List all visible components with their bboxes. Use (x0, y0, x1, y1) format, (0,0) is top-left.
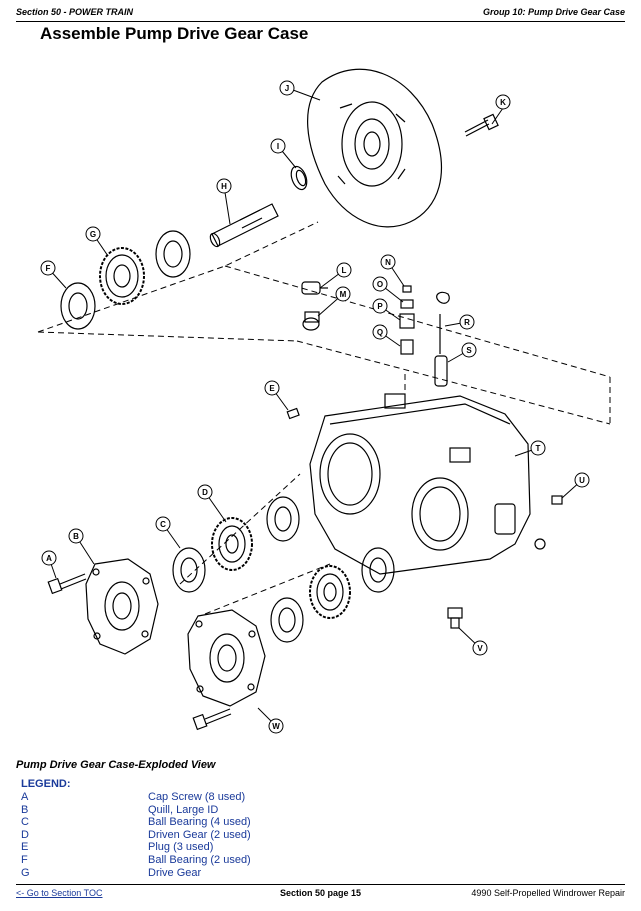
driven-gear-lower (309, 565, 351, 619)
plug-n (402, 285, 412, 293)
callout-f: F (40, 260, 56, 276)
svg-text:D: D (202, 488, 208, 497)
exploded-view-diagram: A B C D E F G H I J K L M N O P Q R S T U V W (37, 68, 611, 734)
header-divider (16, 21, 625, 22)
quill-b (85, 558, 159, 655)
svg-text:O: O (377, 280, 383, 289)
driven-gear-d (211, 517, 253, 571)
ball-bearing-upper-right (266, 496, 300, 542)
callout-j: J (279, 80, 295, 96)
svg-text:T: T (536, 444, 541, 453)
ball-bearing-c (172, 547, 206, 593)
callout-s: S (461, 342, 477, 358)
ball-bearing-f (60, 282, 96, 330)
svg-text:G: G (90, 230, 96, 239)
svg-text:B: B (73, 532, 79, 541)
ball-bearing-lower-right (361, 547, 395, 593)
part-q (400, 339, 414, 355)
manual-title: 4990 Self-Propelled Windrower Repair (471, 888, 625, 898)
callout-k: K (495, 94, 511, 110)
svg-text:S: S (466, 346, 472, 355)
figure-caption: Pump Drive Gear Case-Exploded View (16, 759, 216, 771)
cap-screw-lower (192, 708, 232, 731)
seal-ring-i (290, 165, 308, 191)
drive-gear-g (99, 247, 145, 305)
callout-i: I (270, 138, 286, 154)
svg-text:Q: Q (377, 328, 383, 337)
plug-e (286, 407, 300, 420)
callout-b: B (68, 528, 84, 544)
callout-w: W (268, 718, 284, 734)
plug-u (551, 495, 563, 505)
svg-text:V: V (477, 644, 483, 653)
svg-text:M: M (340, 290, 347, 299)
callout-m: M (335, 286, 351, 302)
svg-text:W: W (272, 722, 280, 731)
fitting-m (302, 311, 320, 331)
svg-text:K: K (500, 98, 506, 107)
shaft-h (209, 203, 279, 248)
flange-plate-j (307, 68, 443, 228)
callout-u: U (574, 472, 590, 488)
svg-text:N: N (385, 258, 391, 267)
bolt-k (464, 113, 499, 137)
svg-text:A: A (46, 554, 52, 563)
fitting-v (447, 607, 463, 629)
callout-l: L (336, 262, 352, 278)
callout-g: G (85, 226, 101, 242)
callout-c: C (155, 516, 171, 532)
group-label: Group 10: Pump Drive Gear Case (482, 7, 625, 17)
ball-bearing-lower-left (270, 597, 304, 643)
footer-divider (16, 884, 625, 885)
svg-text:R: R (464, 318, 470, 327)
page-number: Section 50 page 15 (279, 888, 362, 898)
part-o (400, 299, 414, 309)
page-header: Section 50 - POWER TRAIN Group 10: Pump … (16, 7, 625, 21)
svg-text:I: I (277, 142, 279, 151)
svg-text:P: P (377, 302, 383, 311)
callout-h: H (216, 178, 232, 194)
callout-a: A (41, 550, 57, 566)
svg-text:J: J (285, 84, 289, 93)
svg-text:L: L (342, 266, 347, 275)
tube-s (434, 355, 448, 387)
callout-t: T (530, 440, 546, 456)
gear-case-housing-t (309, 393, 546, 575)
page-title: Assemble Pump Drive Gear Case (40, 24, 309, 43)
callout-v: V (472, 640, 488, 656)
callout-d: D (197, 484, 213, 500)
svg-text:H: H (221, 182, 227, 191)
svg-text:U: U (579, 476, 585, 485)
svg-text:F: F (46, 264, 51, 273)
callout-n: N (380, 254, 396, 270)
quill-w (187, 609, 266, 707)
section-toc-link[interactable]: <- Go to Section TOC (16, 888, 103, 898)
callout-r: R (459, 314, 475, 330)
svg-text:E: E (269, 384, 275, 393)
dipstick-r (436, 291, 450, 354)
callout-q: Q (372, 324, 388, 340)
part-p (399, 313, 415, 329)
legend-title: LEGEND: (21, 778, 71, 790)
callout-e: E (264, 380, 280, 396)
section-label: Section 50 - POWER TRAIN (16, 7, 134, 17)
ball-bearing-upper (155, 230, 191, 278)
callout-o: O (372, 276, 388, 292)
svg-text:C: C (160, 520, 166, 529)
cap-screw-a (47, 573, 87, 595)
callout-p: P (372, 298, 388, 314)
